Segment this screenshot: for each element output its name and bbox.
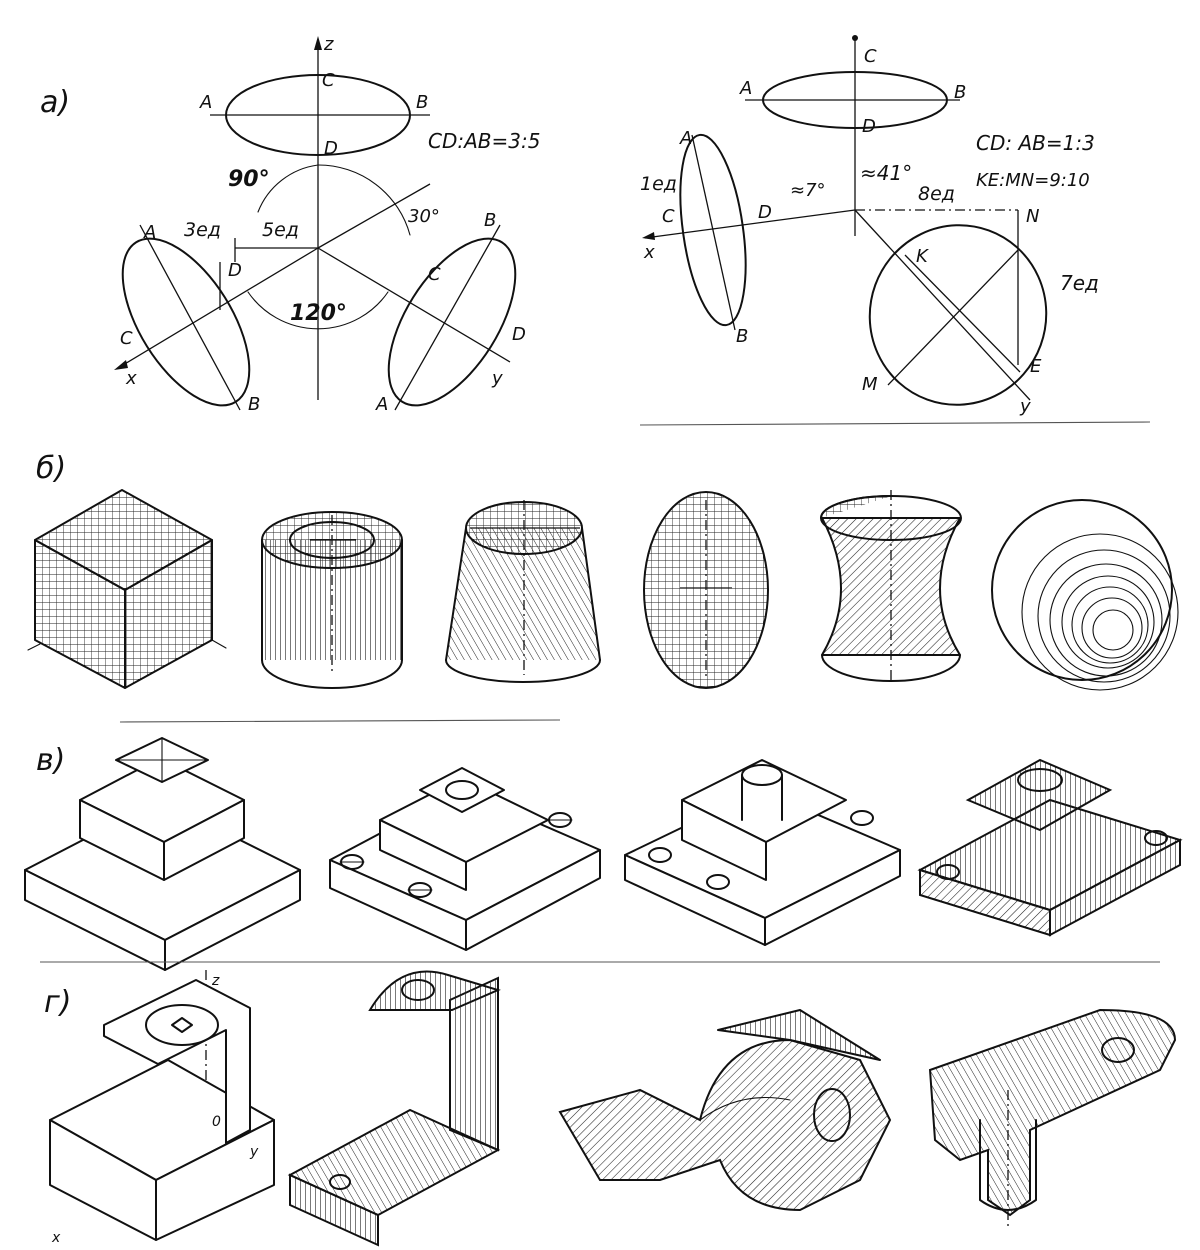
axis-x-g: x [51,1230,61,1246]
label-y: y [491,368,503,389]
hatched-cone [445,500,601,683]
part-shaded-bracket [917,758,1183,937]
label-x-dim: x [643,242,655,263]
section-a: а) z C A [40,34,1099,417]
label-c-dim: C [864,46,877,67]
label-y-dim: y [1019,396,1031,417]
label-a-dim2: A [679,128,692,149]
unit-8: 8ед [918,183,955,205]
label-a-top: A [199,92,212,113]
section-v: в) [24,737,1183,971]
label-a-dim: A [739,78,752,99]
hatched-sphere [991,499,1179,691]
unit-3: 3ед [184,219,221,241]
label-z: z [323,34,334,55]
section-v-label: в) [36,743,65,778]
part-curved-bracket [558,1009,892,1212]
axis-y-g: y [249,1144,259,1160]
label-a-left: A [143,222,156,243]
label-m: M [862,374,878,395]
label-c-dim2: C [662,206,675,227]
label-k: K [916,246,929,267]
ratio-right-1: CD: AB=1:3 [976,131,1095,155]
unit-1: 1ед [640,173,677,195]
hatched-ellipsoid [643,491,769,689]
hatched-cylinder [261,511,403,689]
dimetric-diagram: C A B D CD: AB=1:3 KE:MN=9:10 ≈41° ≈7° 1… [640,35,1099,417]
label-d-right: D [512,324,526,345]
label-b-dim2: B [736,326,748,347]
label-b-dim: B [954,82,966,103]
right-ellipse [387,237,517,407]
label-c-top: C [322,70,335,91]
section-g: г) z 0 y x [44,970,1177,1247]
part-bracket-holes [329,767,601,951]
isometric-diagram: z C A B D CD:AB=3:5 90° 30° 3ед 5ед A D … [114,34,540,415]
label-d-dim2: D [758,202,772,223]
hatched-hyperboloid [820,490,962,682]
unit-7: 7ед [1060,271,1099,295]
left-ellipse-dimetric [679,133,747,327]
label-n: N [1026,206,1039,227]
label-c-right: C [428,264,441,285]
hatched-cube [27,489,227,689]
section-a-label: а) [40,85,70,120]
angle-30: 30° [408,206,440,227]
part-shaded-l-bracket [287,970,501,1247]
part-stepped-block [24,737,301,971]
label-x: x [125,368,137,389]
top-ellipse-dimetric [762,71,948,129]
part-sectioned-arm [928,1008,1177,1230]
label-d-left: D [228,260,242,281]
right-ellipse-dimetric [868,224,1048,406]
part-l-block: z 0 y x [49,970,275,1246]
part-bracket-bore [624,759,901,946]
ratio-left: CD:AB=3:5 [428,129,540,153]
label-a-right: A [375,394,388,415]
angle-90: 90° [228,167,270,192]
label-e: E [1030,356,1042,377]
section-g-label: г) [44,985,71,1020]
unit-5: 5ед [262,219,299,241]
label-d-dim: D [862,116,876,137]
section-b-label: б) [36,451,66,486]
ratio-right-2: KE:MN=9:10 [976,170,1090,191]
label-b-top: B [416,92,428,113]
label-d-top: D [324,138,338,159]
angle-41: ≈41° [860,161,912,185]
top-ellipse [225,74,411,156]
angle-7: ≈7° [790,180,826,201]
label-b-left: B [248,394,260,415]
section-b: б) [27,451,1179,691]
angle-120: 120° [290,301,347,326]
label-c-left: C [120,328,133,349]
label-b-right: B [484,210,496,231]
axis-o-g: 0 [212,1114,221,1130]
axis-z-g: z [211,973,220,989]
